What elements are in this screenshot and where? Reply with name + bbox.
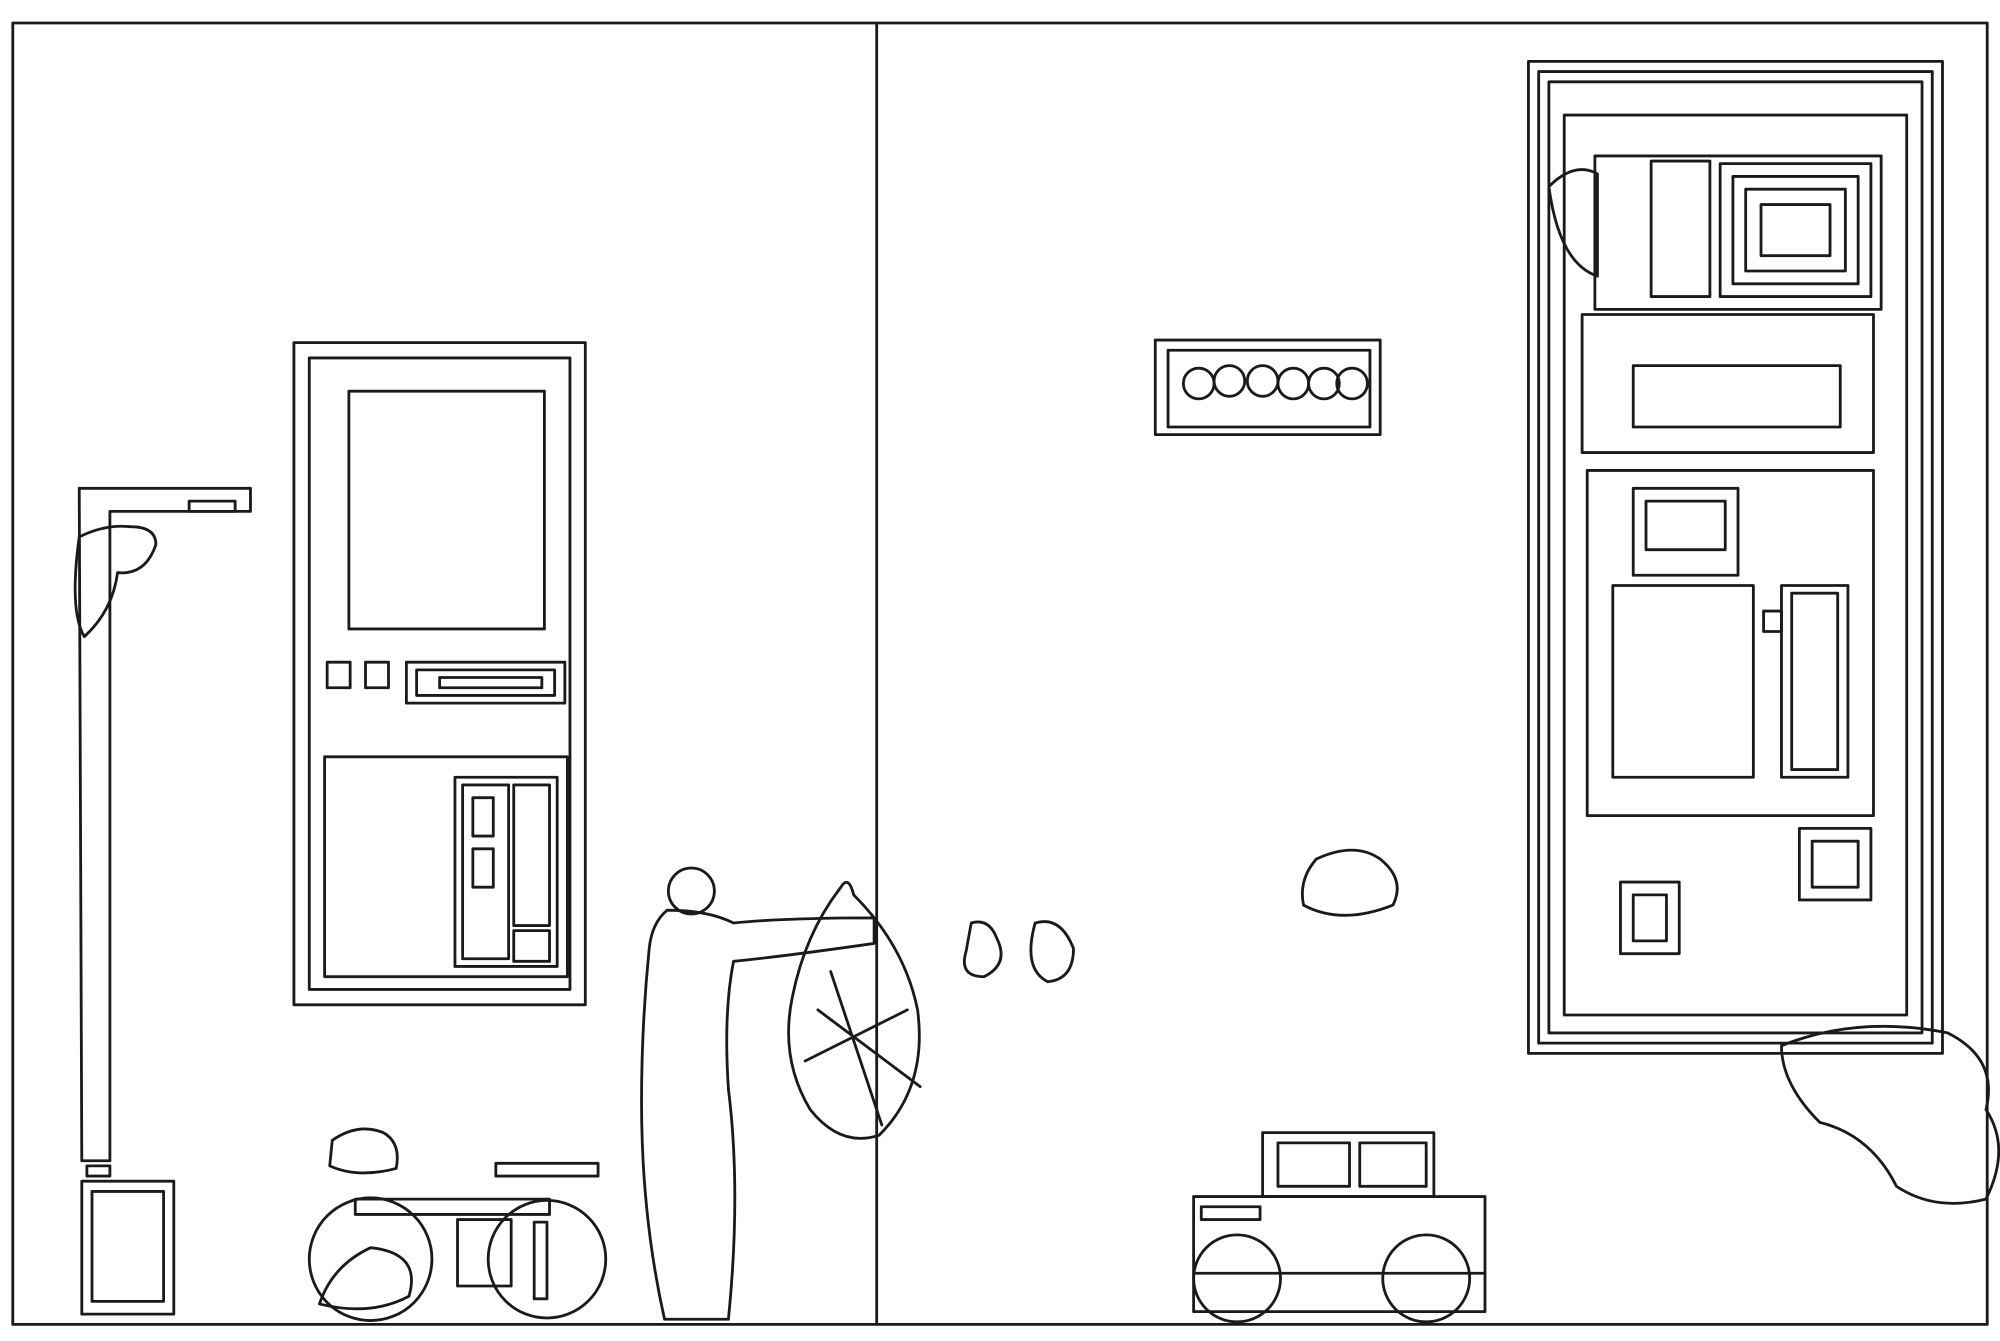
bicycle <box>307 1127 608 1322</box>
street-lamp-post <box>73 486 252 1316</box>
car <box>1192 1131 1487 1324</box>
mesh-bag-of-creatures <box>787 880 922 1140</box>
wall-portrait-of-heads <box>1153 338 1382 437</box>
left-door-panel <box>292 341 587 1007</box>
right-door-panel <box>1527 59 1944 1055</box>
frame-border <box>11 21 1989 1326</box>
floating-blob-creatures <box>962 168 2000 1205</box>
standing-figure <box>640 866 876 1321</box>
